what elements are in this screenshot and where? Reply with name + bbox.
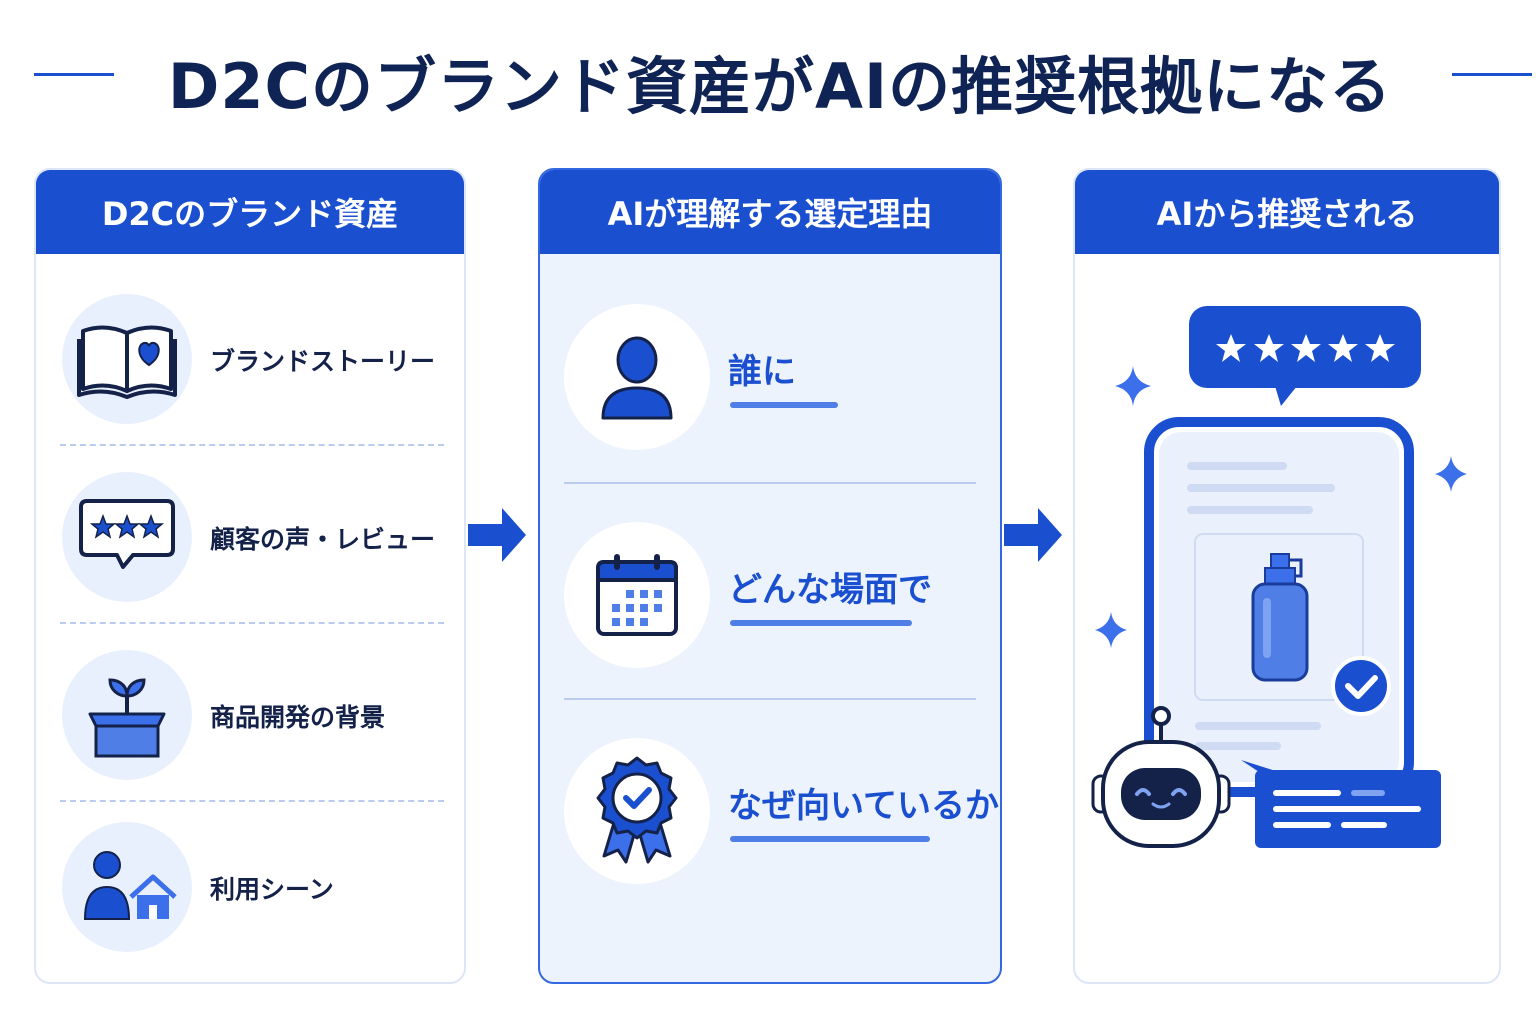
person-icon bbox=[601, 336, 673, 420]
circle-bg bbox=[62, 294, 192, 424]
sparkle-icon bbox=[1095, 366, 1467, 648]
reason-label: どんな場面で bbox=[728, 570, 932, 610]
brand-assets-header: D2Cのブランド資産 bbox=[36, 170, 464, 254]
robot-icon bbox=[1091, 706, 1231, 848]
reason-label: なぜ向いているか bbox=[728, 786, 999, 826]
label-underline bbox=[730, 402, 838, 408]
circle-bg bbox=[62, 472, 192, 602]
dashed-divider bbox=[60, 622, 444, 624]
title-bar: D2Cのブランド資産がAIの推奨根拠になる bbox=[0, 28, 1536, 124]
ai-reasons-header: AIが理解する選定理由 bbox=[540, 170, 1000, 254]
circle-bg bbox=[564, 304, 710, 450]
asset-item-reviews: 顧客の声・レビュー bbox=[36, 456, 464, 616]
reason-item-who: 誰に bbox=[540, 274, 1000, 474]
asset-label: 商品開発の背景 bbox=[210, 703, 386, 732]
product-bottle bbox=[1251, 553, 1309, 682]
ai-reasons-column: AIが理解する選定理由 誰に どんな場面 bbox=[538, 168, 1002, 984]
label-underline bbox=[730, 620, 912, 626]
person-home-icon bbox=[83, 851, 177, 920]
dashed-divider bbox=[60, 800, 444, 802]
check-badge-icon bbox=[1331, 656, 1391, 716]
page-title: D2Cのブランド資産がAIの推奨根拠になる bbox=[167, 50, 1393, 123]
reason-item-why: なぜ向いているか bbox=[540, 708, 1000, 908]
circle-bg bbox=[564, 738, 710, 884]
flow-arrow-icon bbox=[468, 508, 526, 562]
ai-recommend-header: AIから推奨される bbox=[1075, 170, 1499, 254]
circle-bg bbox=[62, 822, 192, 952]
asset-item-development: 商品開発の背景 bbox=[36, 634, 464, 794]
reason-label: 誰に bbox=[728, 352, 796, 392]
title-divider-right bbox=[1452, 73, 1532, 76]
open-book-heart-icon bbox=[77, 325, 177, 399]
circle-bg bbox=[564, 522, 710, 668]
asset-item-usage-scene: 利用シーン bbox=[36, 806, 464, 966]
label-underline bbox=[730, 836, 930, 842]
asset-label: 利用シーン bbox=[210, 875, 334, 904]
award-badge-check-icon bbox=[596, 756, 678, 864]
dashed-divider bbox=[60, 444, 444, 446]
review-bubble-stars-icon bbox=[79, 499, 175, 569]
title-divider-left bbox=[34, 73, 114, 76]
divider bbox=[564, 698, 976, 700]
flow-arrow-icon bbox=[1004, 508, 1062, 562]
asset-label: ブランドストーリー bbox=[210, 347, 436, 376]
calendar-icon bbox=[596, 554, 678, 636]
brand-assets-column: D2Cのブランド資産 ブランドストーリー 顧客の声・レビュー bbox=[34, 168, 466, 984]
asset-item-brand-story: ブランドストーリー bbox=[36, 278, 464, 438]
ai-recommend-column: AIから推奨される bbox=[1073, 168, 1501, 984]
asset-label: 顧客の声・レビュー bbox=[210, 525, 436, 554]
ai-recommendation-illustration bbox=[1091, 306, 1467, 848]
five-star-rating-bubble bbox=[1189, 306, 1421, 406]
divider bbox=[564, 482, 976, 484]
box-sprout-icon bbox=[88, 678, 166, 758]
chat-bubble-lines bbox=[1241, 760, 1441, 848]
circle-bg bbox=[62, 650, 192, 780]
reason-item-when: どんな場面で bbox=[540, 492, 1000, 692]
